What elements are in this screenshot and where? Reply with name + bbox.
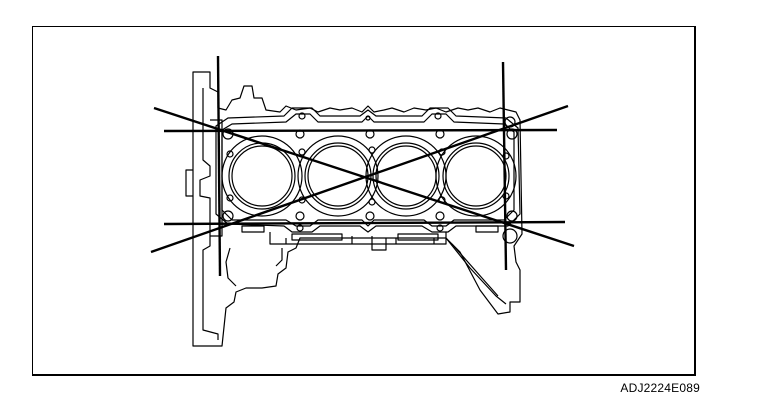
- measurement-line-left-vertical: [216, 55, 222, 277]
- cylinder-bores: [221, 135, 517, 217]
- measurement-line-top-horizontal: [163, 128, 558, 133]
- head-gasket: [215, 107, 521, 233]
- block-outline: [185, 71, 523, 347]
- figure-caption: ADJ2224E089: [620, 381, 700, 395]
- measurement-line-diagonal-up: [150, 104, 569, 254]
- figure-frame: [32, 26, 696, 376]
- measurement-line-right-vertical: [501, 61, 508, 271]
- measurement-lines: [150, 55, 575, 277]
